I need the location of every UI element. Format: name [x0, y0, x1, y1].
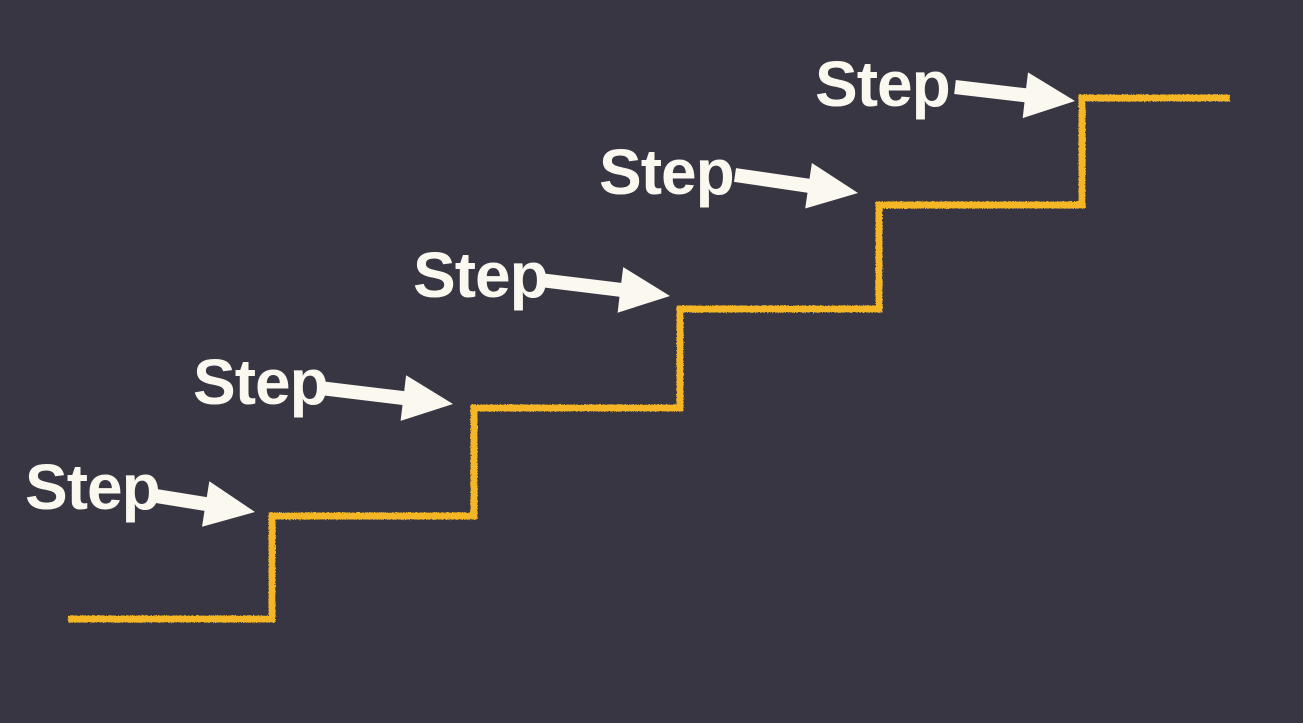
step-label-1: Step	[25, 451, 161, 523]
step-label-5: Step	[815, 48, 951, 120]
arrow-icon-4	[734, 163, 858, 209]
arrow-icon-5	[954, 72, 1075, 119]
step-label-4: Step	[599, 136, 735, 208]
arrow-icon-2	[319, 375, 453, 421]
arrow-icon-1	[148, 481, 255, 527]
staircase-line	[68, 94, 1230, 623]
step-label-3: Step	[413, 239, 549, 311]
arrow-icon-3	[539, 267, 670, 313]
step-label-2: Step	[193, 346, 329, 418]
